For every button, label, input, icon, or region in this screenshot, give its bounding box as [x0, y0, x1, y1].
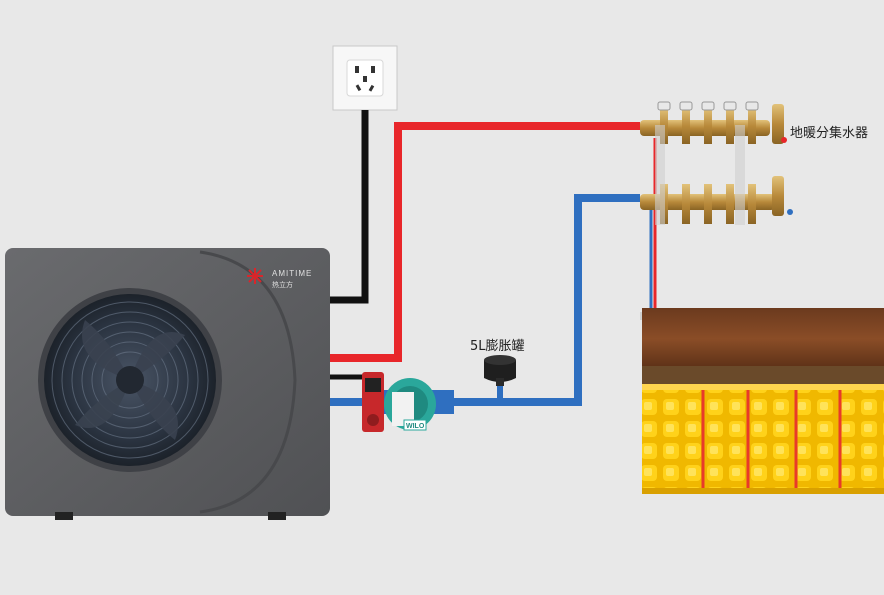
manifold-label: 地暖分集水器: [790, 122, 868, 141]
brand-name: AMITIME: [272, 269, 312, 278]
floor-heating-manifold: [640, 102, 793, 320]
brand-name-cn: 热立方: [272, 280, 293, 289]
supply-pipe: [330, 126, 655, 358]
wall-socket: [333, 46, 397, 110]
circulation-pump: WILO: [362, 372, 454, 432]
expansion-tank: [484, 355, 516, 386]
power-cable: [330, 110, 365, 300]
expansion-tank-label: 5L膨胀罐: [470, 335, 525, 354]
heated-floor-section: [642, 308, 884, 494]
pump-badge: WILO: [406, 423, 425, 430]
